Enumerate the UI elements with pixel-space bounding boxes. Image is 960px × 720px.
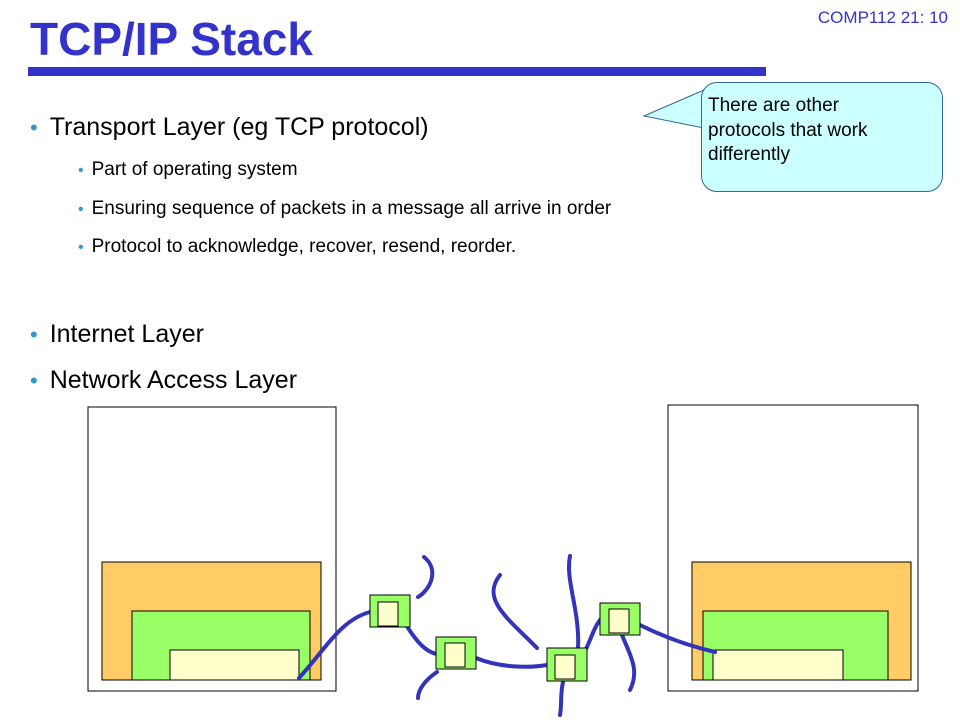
bullet-text: Network Access Layer xyxy=(49,366,298,394)
bullet-dot-icon: • xyxy=(30,115,38,140)
bullet-text: Part of operating system xyxy=(91,159,298,180)
link-stub-6 xyxy=(620,633,637,692)
title-underline xyxy=(28,67,766,76)
router-1 xyxy=(369,594,411,628)
link-stub-2 xyxy=(416,670,439,700)
router-2 xyxy=(435,636,477,670)
left-network-access-layer xyxy=(169,649,300,681)
bullet-dot-icon: • xyxy=(78,239,84,256)
bullet-text: Ensuring sequence of packets in a messag… xyxy=(91,198,612,219)
callout-line: There are other xyxy=(708,95,839,116)
bullet-dot-icon: • xyxy=(30,322,38,347)
bullet-dot-icon: • xyxy=(78,201,84,218)
bullet-internet-layer: • Internet Layer xyxy=(30,320,204,349)
link-left-host-to-router-1 xyxy=(297,610,372,680)
router-3 xyxy=(546,647,588,682)
slide-title: TCP/IP Stack xyxy=(30,13,313,65)
router-4 xyxy=(599,602,641,636)
bullet-network-access-layer: • Network Access Layer xyxy=(30,366,297,395)
link-router-2-to-router-3 xyxy=(474,656,549,669)
link-stub-1 xyxy=(416,555,435,599)
bullet-dot-icon: • xyxy=(78,162,84,179)
callout-line: differently xyxy=(708,144,791,166)
link-stub-3 xyxy=(491,573,539,650)
link-router-4-to-right-host xyxy=(638,623,717,654)
callout-bubble: There are other protocols that work diff… xyxy=(701,82,943,192)
course-code: COMP112 21: 10 xyxy=(817,8,948,27)
bullet-part-of-os: • Part of operating system xyxy=(78,159,298,181)
link-stub-5 xyxy=(558,680,565,717)
bullet-text: Internet Layer xyxy=(49,320,204,348)
link-stub-4 xyxy=(567,554,581,650)
bullet-transport-layer: • Transport Layer (eg TCP protocol) xyxy=(30,113,429,142)
callout-line: protocols that work xyxy=(708,119,868,141)
right-network-access-layer xyxy=(712,649,844,681)
bullet-text: Protocol to acknowledge, recover, resend… xyxy=(91,236,517,257)
bullet-ensuring-sequence: • Ensuring sequence of packets in a mess… xyxy=(78,198,611,220)
bullet-text: Transport Layer (eg TCP protocol) xyxy=(49,113,429,141)
bullet-protocol-acknowledge: • Protocol to acknowledge, recover, rese… xyxy=(78,236,516,258)
bullet-dot-icon: • xyxy=(30,368,38,393)
